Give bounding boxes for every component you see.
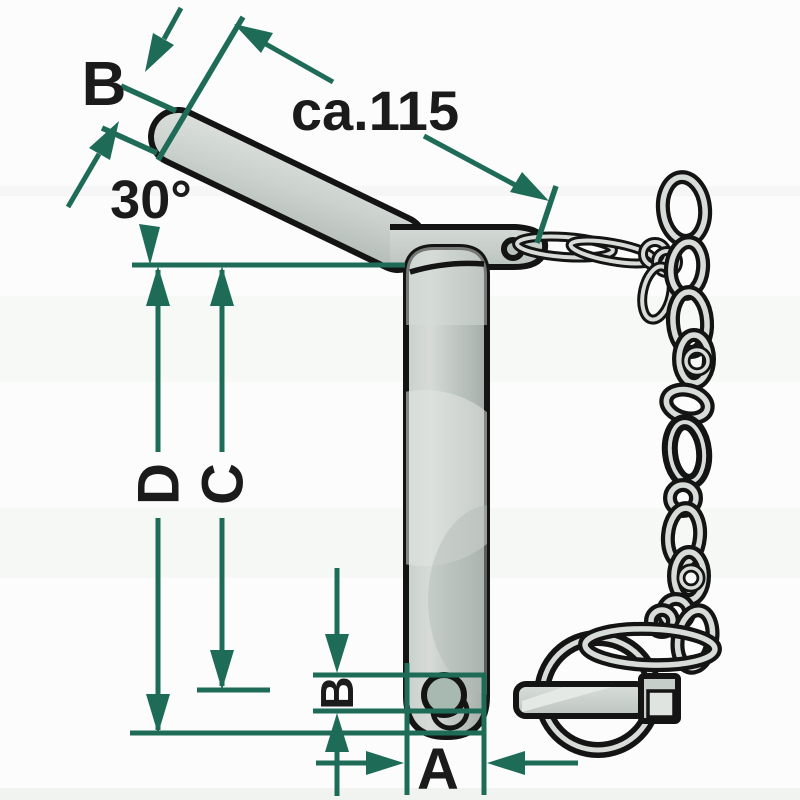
scan-band: [0, 186, 800, 196]
label-pin-diameter: A: [417, 737, 459, 800]
arrowhead-up-icon: [325, 713, 349, 752]
label-length-to-hole: C: [191, 463, 256, 505]
dim-line: [262, 40, 335, 85]
arrowhead-icon: [145, 33, 174, 72]
arrowhead-icon: [89, 121, 119, 160]
linch-pin-bar: [513, 673, 681, 724]
ext-line: [119, 83, 178, 114]
dim-line: [422, 133, 519, 189]
dimension-handle-length: ca.115: [155, 15, 559, 244]
dimension-B-hole: B: [311, 568, 486, 796]
dimension-D: D: [127, 266, 192, 734]
pin-body: [403, 244, 490, 741]
handle-fill: [154, 113, 422, 267]
wire-loop-core: [515, 234, 615, 260]
bar-highlight: [522, 687, 612, 712]
dimension-angle: 30°: [110, 170, 192, 265]
ext-line: [534, 185, 559, 244]
dimension-B-handle: B: [65, 6, 184, 209]
arrowhead-up-icon: [210, 266, 234, 306]
chain-assembly: [512, 170, 722, 758]
wire-drop-loop-core: [640, 264, 674, 322]
arrowhead-down-icon: [146, 694, 170, 734]
chain: [655, 170, 716, 607]
dimension-A: A: [316, 663, 578, 800]
body-top-rim: [409, 260, 485, 275]
arrowhead-down-icon: [325, 634, 349, 673]
dimension-C: C: [191, 266, 270, 693]
arrowhead-right-icon: [366, 751, 404, 775]
body-watermark-patch: [406, 390, 487, 566]
arrowhead-up-icon: [146, 266, 170, 306]
body-highlight: [406, 247, 487, 325]
arrow-shaft: [161, 6, 184, 41]
dimensions: D C 30° B: [65, 6, 578, 800]
ext-line: [155, 15, 246, 162]
watermark-band: [0, 788, 800, 800]
label-handle-length: ca.115: [291, 79, 459, 142]
arrow-shaft: [65, 152, 102, 209]
attachment-wire: [512, 231, 683, 325]
pin-part: [148, 107, 549, 741]
label-hole-diameter: B: [311, 676, 363, 709]
pin-handle: [148, 107, 428, 273]
arrowhead-icon: [234, 24, 273, 53]
chain-link-eye: [672, 328, 716, 390]
label-total-length: D: [127, 463, 192, 505]
arrowhead-icon: [510, 172, 549, 201]
body-shadow-patch: [428, 505, 487, 695]
pin-body-shading: [406, 247, 487, 695]
chain-ring-connector: [578, 592, 722, 675]
arrowhead-left-icon: [487, 751, 525, 775]
label-handle-width: B: [82, 50, 127, 119]
label-bend-angle: 30°: [110, 170, 192, 230]
chain-end-link: [578, 621, 722, 673]
arrowhead-down-icon: [210, 650, 234, 690]
tab-outline: [390, 224, 549, 270]
bar-head-face: [646, 689, 676, 719]
angle-arrow-icon: [139, 224, 160, 265]
